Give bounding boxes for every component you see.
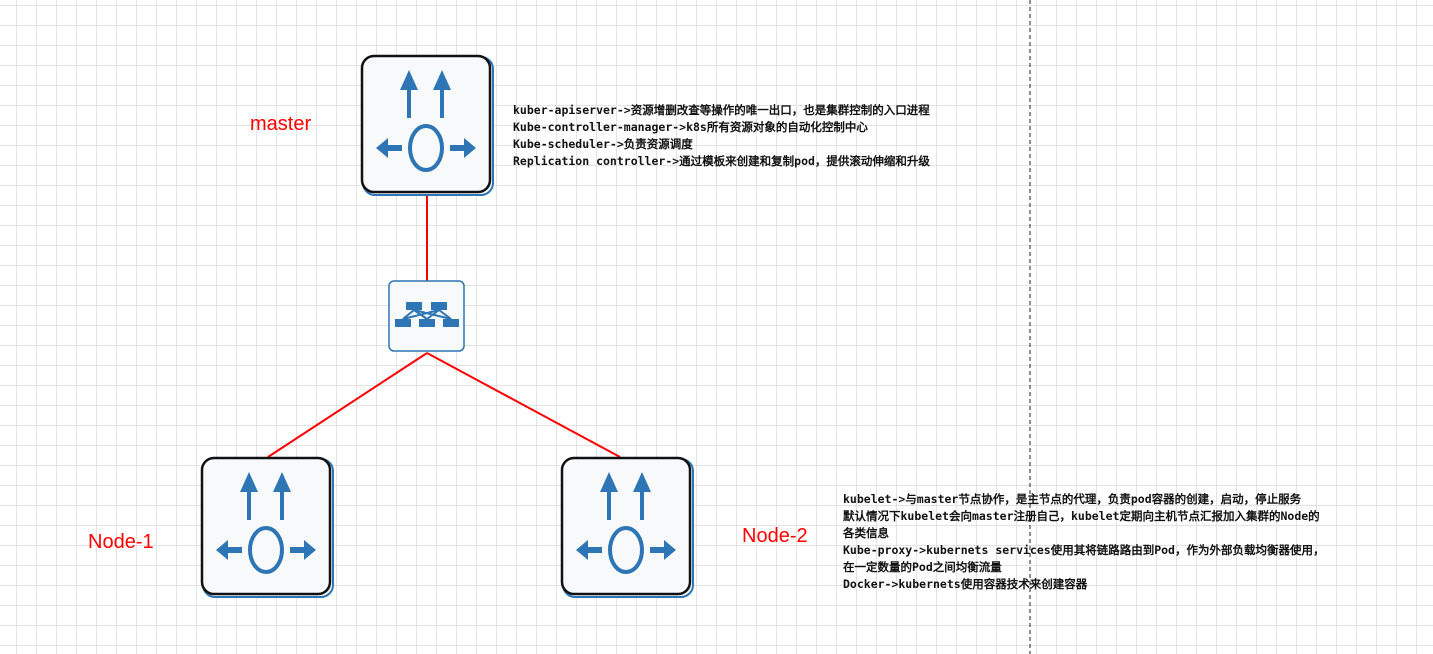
master-label: master (250, 113, 312, 135)
note-line: 默认情况下kubelet会向master注册自己，kubelet定期向主机节点汇… (843, 509, 1320, 523)
node1-router-icon[interactable] (202, 458, 333, 597)
node2-label: Node-2 (742, 525, 808, 547)
master-components-note: kuber-apiserver->资源增删改查等操作的唯一出口，也是集群控制的入… (513, 102, 930, 170)
note-line: 在一定数量的Pod之间均衡流量 (843, 560, 1002, 574)
note-line: Kube-proxy->kubernets services使用其将链路路由到P… (843, 543, 1325, 557)
note-line: Kube-controller-manager->k8s所有资源对象的自动化控制… (513, 120, 868, 134)
link-switch-node2 (426, 352, 621, 458)
node1-label: Node-1 (88, 531, 154, 553)
node2-router-icon[interactable] (562, 458, 693, 597)
note-line: kubelet->与master节点协作，是主节点的代理，负责pod容器的创建，… (843, 492, 1302, 506)
switch-icon[interactable] (388, 280, 465, 352)
note-line: kuber-apiserver->资源增删改查等操作的唯一出口，也是集群控制的入… (513, 103, 930, 117)
master-router-icon[interactable] (362, 56, 493, 195)
node-components-note: kubelet->与master节点协作，是主节点的代理，负责pod容器的创建，… (843, 491, 1324, 593)
note-line: Replication controller->通过模板来创建和复制pod，提供… (513, 154, 930, 168)
note-line: 各类信息 (843, 526, 889, 540)
link-switch-node1 (267, 352, 428, 458)
note-line: Docker->kubernets使用容器技术来创建容器 (843, 577, 1088, 591)
links (267, 195, 621, 458)
note-line: Kube-scheduler->负责资源调度 (513, 137, 693, 151)
